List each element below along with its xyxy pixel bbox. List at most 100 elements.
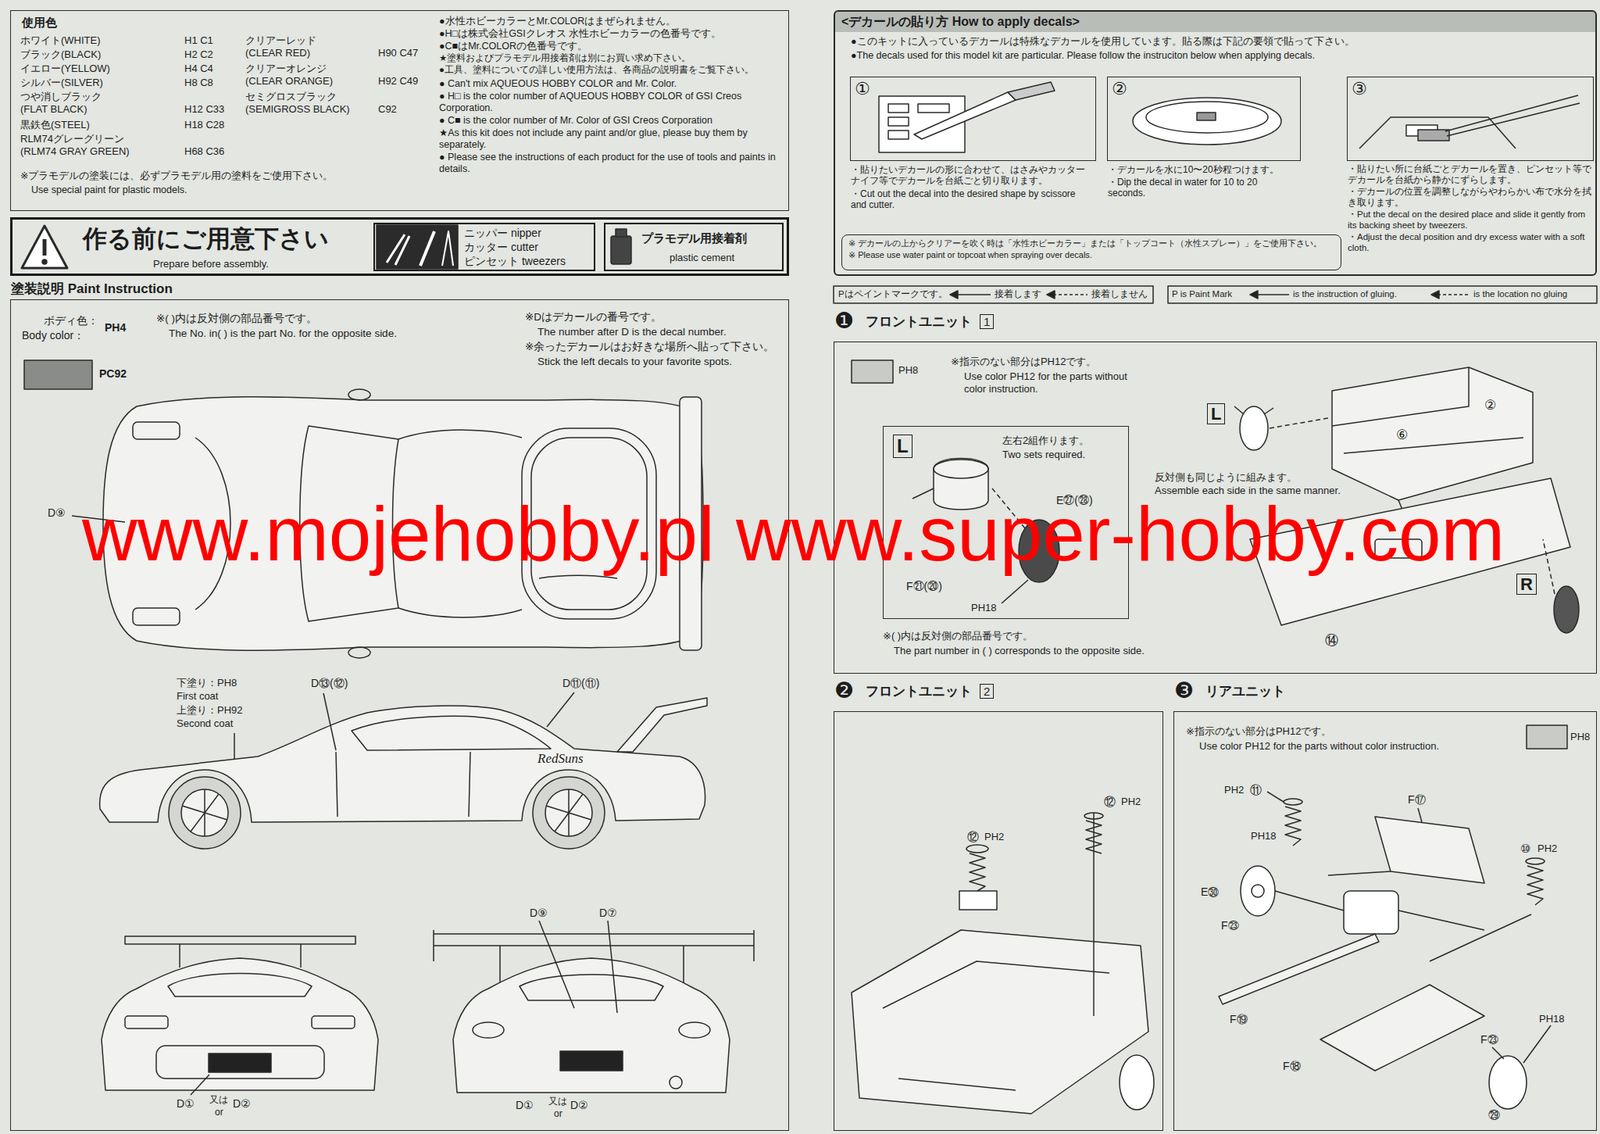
callout-label: Second coat bbox=[176, 717, 233, 730]
node-text: ・貼りたい所に台紙ごとデカールを置き、ピンセット等でデカールを台紙から静かにずら… bbox=[1347, 164, 1595, 186]
node-text: リアユニット bbox=[1205, 683, 1286, 700]
node-text: ・デカールの位置を調整しながらやわらかい布で水分を拭き取ります。 bbox=[1347, 186, 1595, 209]
node-text: H8 C8 bbox=[184, 76, 214, 90]
car-side-view bbox=[546, 692, 575, 727]
rear-unit-sketch bbox=[1283, 798, 1303, 805]
node-text: フロントユニット bbox=[865, 314, 972, 330]
node-text: ボディ色： bbox=[43, 314, 99, 328]
car-side-view bbox=[335, 751, 471, 817]
node-text: ❷ bbox=[834, 677, 854, 704]
car-side-view bbox=[546, 789, 592, 836]
node-text: ★As this kit does not include any paint … bbox=[439, 127, 783, 151]
node-text: ③ bbox=[1351, 78, 1368, 100]
node-text: ・Dip the decal in water for 10 to 20 sec… bbox=[1107, 176, 1296, 200]
callout-label: F㉓ bbox=[1480, 1032, 1499, 1047]
color-swatch bbox=[1526, 725, 1568, 749]
front-unit-2-sketch bbox=[1084, 812, 1104, 819]
legend-text: is the location no gluing bbox=[1473, 289, 1568, 300]
decal-step-box: ②・デカールを水に10〜20秒程つけます。・Dip the decal in w… bbox=[1107, 76, 1301, 161]
node-text: Use special paint for plastic models. bbox=[31, 184, 187, 197]
rear-unit-sketch bbox=[1527, 865, 1543, 905]
car-side-view bbox=[168, 776, 241, 849]
node-text: Two sets required. bbox=[1002, 448, 1086, 461]
node-text: The No. in( ) is the part No. for the op… bbox=[168, 327, 397, 340]
callout-label: D① bbox=[176, 1096, 195, 1111]
callout-label: PH2 bbox=[1224, 783, 1244, 797]
rear-unit-sketch bbox=[1429, 914, 1532, 961]
warning-icon bbox=[21, 225, 68, 268]
node-text: セミグロスブラック (SEMIGROSS BLACK) bbox=[245, 90, 371, 115]
car-side-view bbox=[617, 697, 708, 752]
front-unit-sketch bbox=[1332, 367, 1533, 500]
callout-label: D② bbox=[232, 1096, 251, 1111]
node-text: L bbox=[892, 434, 913, 458]
rear-unit-sketch bbox=[1417, 807, 1422, 822]
front-unit-sketch bbox=[1239, 406, 1268, 450]
node-text: PH4 bbox=[104, 321, 126, 335]
callout-label: D② bbox=[570, 1098, 589, 1112]
watermark: www.mojehobby.pl www.super-hobby.com bbox=[82, 495, 1505, 572]
car-side-view bbox=[351, 715, 551, 750]
node-text: ・デカールを水に10〜20秒程つけます。 bbox=[1107, 164, 1296, 175]
callout-label: First coat bbox=[176, 689, 218, 703]
color-swatch bbox=[24, 360, 1568, 749]
front-unit-sketch bbox=[1553, 585, 1579, 633]
front-unit-2-sketch bbox=[882, 960, 1110, 1090]
callout-label: or bbox=[553, 1107, 563, 1119]
front-unit-2-sketch bbox=[969, 853, 986, 891]
tool-icon bbox=[615, 228, 627, 237]
paint-panel: 塗装説明 Paint Instructionボディ色：Body color：PH… bbox=[10, 299, 790, 1131]
rear-unit-sketch bbox=[1343, 890, 1399, 934]
line-art bbox=[21, 82, 1597, 1114]
callout-label: PH2 bbox=[984, 830, 1004, 843]
rear-unit-sketch bbox=[1267, 791, 1284, 802]
node-text: H18 C28 bbox=[184, 118, 225, 132]
warning-banner: 作る前にご用意下さいPrepare before assembly.ニッパー n… bbox=[10, 217, 790, 276]
callout-label: ※指示のない部分はPH12です。 bbox=[1185, 725, 1332, 738]
callout-label: ㉙ bbox=[1488, 1107, 1500, 1122]
legend-arrows bbox=[833, 285, 1597, 304]
rear-unit-sketch bbox=[1218, 933, 1379, 1004]
node-text: ・Adjust the decal position and dry exces… bbox=[1347, 232, 1595, 254]
tool-icon bbox=[442, 231, 454, 266]
node-text: ・Cut out the decal into the desired shap… bbox=[850, 188, 1086, 211]
node-text: RLM74グレーグリーン (RLM74 GRAY GREEN) bbox=[20, 132, 146, 158]
node-text: ※Dはデカールの番号です。 bbox=[525, 310, 662, 324]
node-text: ホワイト(WHITE) bbox=[20, 34, 101, 47]
callout-label: or bbox=[214, 1106, 224, 1118]
node-text: ● Can't mix AQUEOUS HOBBY COLOR and Mr. … bbox=[439, 78, 783, 90]
callout-label: D⑦ bbox=[599, 906, 618, 920]
rear-unit-sketch bbox=[1492, 1025, 1551, 1063]
car-side-view bbox=[181, 789, 229, 836]
car-rear-view bbox=[519, 974, 664, 1000]
node-text: 使用色 bbox=[21, 15, 58, 30]
node-text: Stick the left decals to your favorite s… bbox=[537, 355, 733, 368]
color-swatch bbox=[851, 360, 893, 383]
node-text: ●The decals used for this model kit are … bbox=[850, 50, 1315, 62]
node-text: ニッパー nipper bbox=[464, 226, 542, 240]
callout-label: ⑫ bbox=[1103, 794, 1116, 809]
car-rear-view bbox=[453, 957, 730, 1093]
node-text: H2 C2 bbox=[184, 48, 214, 61]
front-unit-2-sketch bbox=[1119, 1054, 1154, 1110]
callout-label: ⑫ bbox=[967, 829, 979, 844]
front-unit-2-sketch bbox=[1092, 812, 1095, 1016]
node-text: H92 C49 bbox=[378, 75, 418, 88]
rear-unit-sketch bbox=[1285, 806, 1301, 846]
callout-label: ⑪ bbox=[1250, 782, 1262, 797]
callout-label: PC92 bbox=[99, 367, 127, 381]
node-text: カッター cutter bbox=[464, 240, 539, 254]
tool-icon bbox=[420, 231, 435, 266]
node-text: ●このキットに入っているデカールは特殊なデカールを使用しています。貼る際は下記の… bbox=[850, 35, 1355, 48]
callout-label: ⑥ bbox=[1396, 426, 1408, 443]
node-text: シルバー(SILVER) bbox=[20, 76, 104, 90]
car-side-view bbox=[182, 789, 228, 836]
node-text: 作る前にご用意下さい bbox=[82, 224, 329, 254]
car-rear-view bbox=[678, 1021, 711, 1038]
car-front-view bbox=[311, 1015, 355, 1029]
node-text: ❸ bbox=[1174, 677, 1194, 704]
callout-label: 又は bbox=[548, 1095, 568, 1107]
callout-label: Pはペイントマークです。 bbox=[838, 289, 948, 300]
rear-unit-sketch bbox=[1240, 865, 1275, 916]
node-text: ・貼りたいデカールの形に合わせて、はさみやカッターナイフ等でデカールを台紙ごと切… bbox=[850, 164, 1086, 187]
